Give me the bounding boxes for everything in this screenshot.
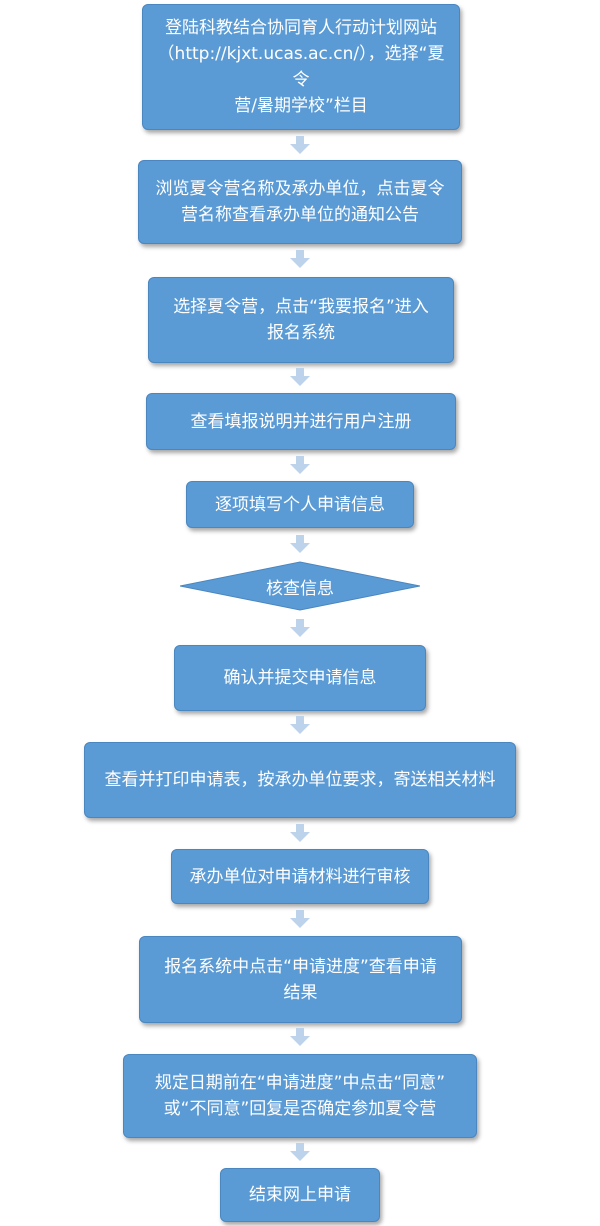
step-1-line-2: （http://kjxt.ucas.ac.cn/），选择“夏令 bbox=[157, 44, 445, 90]
step-9-line-1: 承办单位对申请材料进行审核 bbox=[189, 866, 411, 887]
arrow-down-icon bbox=[290, 619, 310, 637]
step-11-box: 规定日期前在“申请进度”中点击“同意” 或“不同意”回复是否确定参加夏令营 bbox=[123, 1054, 477, 1138]
step-6-decision: 核查信息 bbox=[180, 561, 420, 611]
arrow-down-icon bbox=[290, 716, 310, 734]
step-6-line-1: 核查信息 bbox=[266, 578, 334, 599]
step-2-line-1: 浏览夏令营名称及承办单位，点击夏令 bbox=[155, 179, 445, 199]
step-2-line-2: 营名称查看承办单位的通知公告 bbox=[181, 205, 419, 225]
diamond-shape bbox=[180, 561, 420, 611]
step-5-line-1: 逐项填写个人申请信息 bbox=[215, 494, 385, 515]
step-1-box: 登陆科教结合协同育人行动计划网站 （http://kjxt.ucas.ac.cn… bbox=[142, 4, 460, 130]
step-9-box: 承办单位对申请材料进行审核 bbox=[171, 849, 429, 904]
step-4-box: 查看填报说明并进行用户注册 bbox=[146, 393, 456, 450]
arrow-down-icon bbox=[290, 136, 310, 154]
step-3-line-2: 报名系统 bbox=[267, 323, 335, 343]
step-1-line-1: 登陆科教结合协同育人行动计划网站 bbox=[165, 18, 437, 38]
step-7-line-1: 确认并提交申请信息 bbox=[223, 668, 377, 688]
arrow-down-icon bbox=[290, 1028, 310, 1046]
step-4-line-1: 查看填报说明并进行用户注册 bbox=[190, 411, 412, 432]
step-8-line-1: 查看并打印申请表，按承办单位要求，寄送相关材料 bbox=[104, 770, 496, 790]
step-3-box: 选择夏令营，点击“我要报名”进入 报名系统 bbox=[148, 277, 454, 363]
step-3-line-1: 选择夏令营，点击“我要报名”进入 bbox=[173, 297, 429, 317]
step-10-box: 报名系统中点击“申请进度”查看申请 结果 bbox=[139, 936, 462, 1023]
step-7-box: 确认并提交申请信息 bbox=[174, 645, 426, 711]
arrow-down-icon bbox=[290, 910, 310, 928]
arrow-down-icon bbox=[290, 250, 310, 268]
arrow-down-icon bbox=[290, 1143, 310, 1161]
step-10-line-1: 报名系统中点击“申请进度”查看申请 bbox=[164, 956, 437, 977]
step-8-box: 查看并打印申请表，按承办单位要求，寄送相关材料 bbox=[84, 742, 516, 818]
step-2-box: 浏览夏令营名称及承办单位，点击夏令 营名称查看承办单位的通知公告 bbox=[138, 160, 462, 244]
step-12-box: 结束网上申请 bbox=[220, 1168, 380, 1222]
step-1-line-3: 营/暑期学校”栏目 bbox=[234, 96, 368, 116]
arrow-down-icon bbox=[290, 824, 310, 842]
step-5-box: 逐项填写个人申请信息 bbox=[186, 481, 414, 528]
arrow-down-icon bbox=[290, 535, 310, 553]
step-11-line-2: 或“不同意”回复是否确定参加夏令营 bbox=[163, 1099, 437, 1119]
step-12-line-1: 结束网上申请 bbox=[249, 1185, 351, 1205]
step-11-line-1: 规定日期前在“申请进度”中点击“同意” bbox=[154, 1073, 446, 1093]
step-10-line-2: 结果 bbox=[283, 982, 318, 1003]
arrow-down-icon bbox=[290, 456, 310, 474]
arrow-down-icon bbox=[290, 368, 310, 386]
